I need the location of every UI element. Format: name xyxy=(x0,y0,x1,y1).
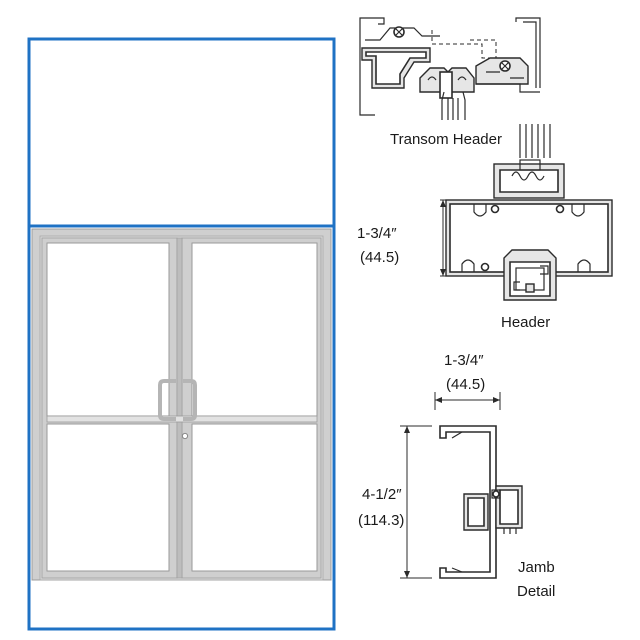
header-dim-inch: 1-3/4″ xyxy=(357,225,397,242)
door-elevation xyxy=(27,37,336,631)
jamb-width-inch: 1-3/4″ xyxy=(444,352,484,369)
header-dim-mm: (44.5) xyxy=(360,249,399,266)
right-pull-handle xyxy=(183,379,197,421)
lock-cylinder xyxy=(181,432,189,440)
jamb-detail-label-2: Detail xyxy=(517,583,555,600)
left-upper-glass xyxy=(46,242,170,417)
jamb-depth-mm: (114.3) xyxy=(358,512,404,529)
transom-header-label: Transom Header xyxy=(390,131,502,148)
transom-header-section: Transom Header xyxy=(359,17,541,148)
push-bar xyxy=(46,415,318,423)
left-door-leaf xyxy=(41,237,178,579)
jamb-detail-section: 1-3/4″ (44.5) 4-1/2″ (114.3) Jamb Detail xyxy=(358,352,555,600)
left-pull-handle xyxy=(158,379,176,421)
jamb-width-mm: (44.5) xyxy=(446,376,485,393)
header-label: Header xyxy=(501,314,550,331)
left-lower-glass xyxy=(46,423,170,572)
jamb-detail-label-1: Jamb xyxy=(518,559,555,576)
meeting-stile xyxy=(176,237,183,579)
jamb-depth-inch: 4-1/2″ xyxy=(362,486,402,503)
header-section: 1-3/4″ (44.5) Header xyxy=(357,124,613,331)
right-lower-glass xyxy=(191,423,318,572)
right-upper-glass xyxy=(191,242,318,417)
transom-frame xyxy=(27,37,336,631)
right-door-leaf xyxy=(181,237,322,579)
